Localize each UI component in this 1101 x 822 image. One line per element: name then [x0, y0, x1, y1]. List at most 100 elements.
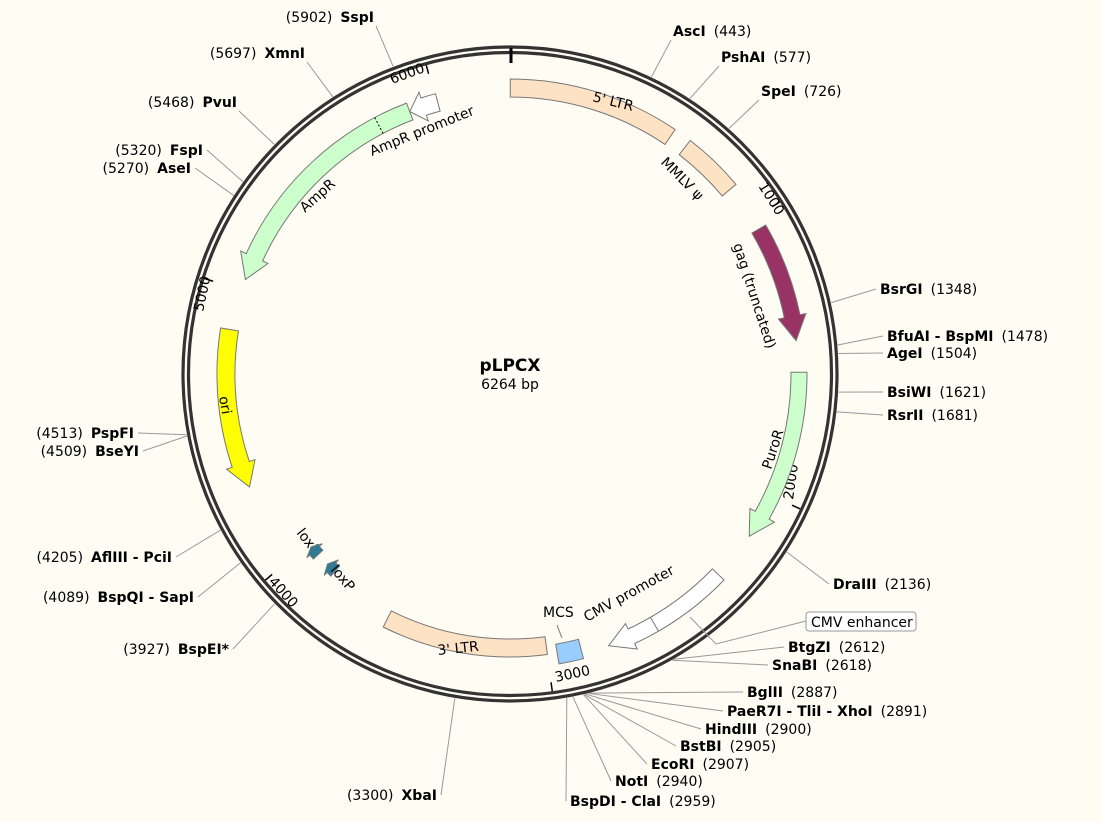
site-line	[836, 411, 884, 416]
feature-arc[interactable]	[323, 559, 341, 577]
feature-arc[interactable]	[382, 610, 548, 658]
cmv-enhancer-callout[interactable]: CMV enhancer	[689, 611, 917, 645]
feature-label: 3' LTR	[437, 639, 480, 659]
feature-mcs[interactable]: MCS	[543, 605, 585, 665]
tick-mark	[771, 201, 781, 208]
site-position: 3300	[352, 788, 388, 804]
site-line	[206, 149, 244, 183]
site-paren-open: (	[286, 10, 291, 26]
site-label-agei[interactable]: AgeI(1504)	[887, 346, 977, 362]
site-position: 1504	[936, 346, 972, 362]
site-paren-close: )	[972, 346, 977, 362]
site-name: BspEI*	[178, 642, 230, 658]
site-line	[175, 529, 221, 558]
site-label-bspdi-clai[interactable]: BspDI - ClaI(2959)	[570, 794, 716, 810]
feature-ori[interactable]: ori	[215, 327, 256, 488]
site-paren-open: (	[773, 50, 778, 66]
site-paren-close: )	[832, 685, 837, 701]
site-label-bseyi[interactable]: (4509)BseYI	[41, 444, 139, 460]
site-name: NotI	[615, 774, 648, 790]
site-label-paer7i-tlii-xhoi[interactable]: PaeR7I - TliI - XhoI(2891)	[727, 704, 927, 720]
site-name: BsiWI	[887, 385, 931, 401]
cmv-enhancer-box	[805, 611, 917, 632]
site-label-asei[interactable]: (5270)AseI	[103, 161, 191, 177]
site-label-rsrii[interactable]: RsrII(1681)	[887, 408, 978, 424]
site-line	[197, 562, 241, 598]
site-line	[565, 698, 568, 802]
site-position: 2891	[886, 704, 922, 720]
site-position: 1681	[937, 408, 973, 424]
feature-mmlv[interactable]: MMLV ψ	[657, 139, 737, 204]
site-name: BspDI - ClaI	[570, 794, 661, 810]
feature-3-ltr[interactable]: 3' LTR	[382, 610, 548, 659]
site-label-hindiii[interactable]: HindIII(2900)	[705, 722, 812, 738]
site-label-bsiwi[interactable]: BsiWI(1621)	[887, 385, 986, 401]
feature-arc[interactable]	[509, 78, 676, 146]
site-line	[673, 646, 785, 660]
feature-arc[interactable]	[409, 90, 441, 122]
site-label-bglii[interactable]: BglII(2887)	[747, 685, 838, 701]
feature-arc[interactable]	[240, 102, 414, 281]
feature-puror[interactable]: PuroR	[748, 371, 808, 538]
feature-arc[interactable]	[751, 224, 807, 342]
site-position: 5270	[108, 161, 144, 177]
feature-arc[interactable]	[555, 638, 585, 665]
site-label-xmni[interactable]: (5697)XmnI	[210, 46, 305, 62]
site-label-bsrgi[interactable]: BsrGI(1348)	[880, 282, 977, 298]
site-label-noti[interactable]: NotI(2940)	[615, 774, 703, 790]
site-paren-close: )	[710, 794, 715, 810]
site-label-pshai[interactable]: PshAI(577)	[721, 50, 811, 66]
site-paren-close: )	[164, 642, 169, 658]
site-name: SnaBI	[772, 658, 817, 674]
site-paren-close: )	[388, 788, 393, 804]
site-paren-open: (	[43, 590, 48, 606]
site-name: BtgZI	[788, 640, 831, 656]
site-label-spei[interactable]: SpeI(726)	[761, 84, 841, 100]
site-label-draiii[interactable]: DraIII(2136)	[833, 577, 931, 593]
site-label-asci[interactable]: AscI(443)	[673, 24, 751, 40]
site-paren-open: (	[825, 658, 830, 674]
site-paren-open: (	[939, 385, 944, 401]
site-name: HindIII	[705, 722, 757, 738]
site-paren-open: (	[347, 788, 352, 804]
site-paren-close: )	[156, 143, 161, 159]
feature-5-ltr[interactable]: 5' LTR	[509, 78, 676, 146]
site-position: 2905	[735, 739, 771, 755]
site-label-bstbi[interactable]: BstBI(2905)	[680, 739, 776, 755]
site-position: 1621	[945, 385, 981, 401]
site-label-ecori[interactable]: EcoRI(2907)	[651, 757, 749, 773]
site-label-afliii-pcii[interactable]: (4205)AflIII - PciI	[36, 550, 172, 566]
site-label-pvui[interactable]: (5468)PvuI	[148, 95, 237, 111]
feature-arc[interactable]	[748, 371, 808, 538]
feature-arc[interactable]	[216, 327, 256, 488]
site-paren-close: )	[746, 24, 751, 40]
site-paren-open: (	[115, 143, 120, 159]
feature-ampr[interactable]: AmpR	[240, 102, 414, 281]
site-label-sspi[interactable]: (5902)SspI	[286, 10, 374, 26]
site-name: SpeI	[761, 84, 796, 100]
site-label-pspfi[interactable]: (4513)PspFI	[36, 426, 134, 442]
feature-arc[interactable]	[607, 568, 725, 650]
backbone-outer	[181, 45, 839, 703]
site-label-fspi[interactable]: (5320)FspI	[115, 143, 203, 159]
site-position: 2136	[890, 577, 926, 593]
feature-arc[interactable]	[306, 543, 324, 560]
feature-loxp[interactable]: loxP	[306, 543, 358, 595]
feature-label: ori	[215, 395, 234, 416]
site-paren-open: (	[804, 84, 809, 100]
site-label-snabi[interactable]: SnaBI(2618)	[772, 658, 872, 674]
site-paren-open: (	[881, 704, 886, 720]
site-paren-open: (	[839, 640, 844, 656]
site-label-bspqi-sapi[interactable]: (4089)BspQI - SapI	[43, 590, 194, 606]
site-paren-open: (	[1002, 329, 1007, 345]
site-paren-open: (	[210, 46, 215, 62]
feature-cmv-promoter[interactable]: CMV promoter	[581, 562, 725, 650]
site-label-bspei[interactable]: (3927)BspEI*	[123, 642, 229, 658]
feature-arc[interactable]	[678, 139, 737, 197]
site-label-btgzi[interactable]: BtgZI(2612)	[788, 640, 885, 656]
site-position: 1478	[1007, 329, 1043, 345]
feature-gag-truncated[interactable]: gag (truncated)	[729, 224, 807, 351]
site-label-bfuai-bspmi[interactable]: BfuAI - BspMI(1478)	[887, 329, 1048, 345]
site-label-xbai[interactable]: (3300)XbaI	[347, 788, 437, 804]
tick-mark	[550, 682, 553, 692]
